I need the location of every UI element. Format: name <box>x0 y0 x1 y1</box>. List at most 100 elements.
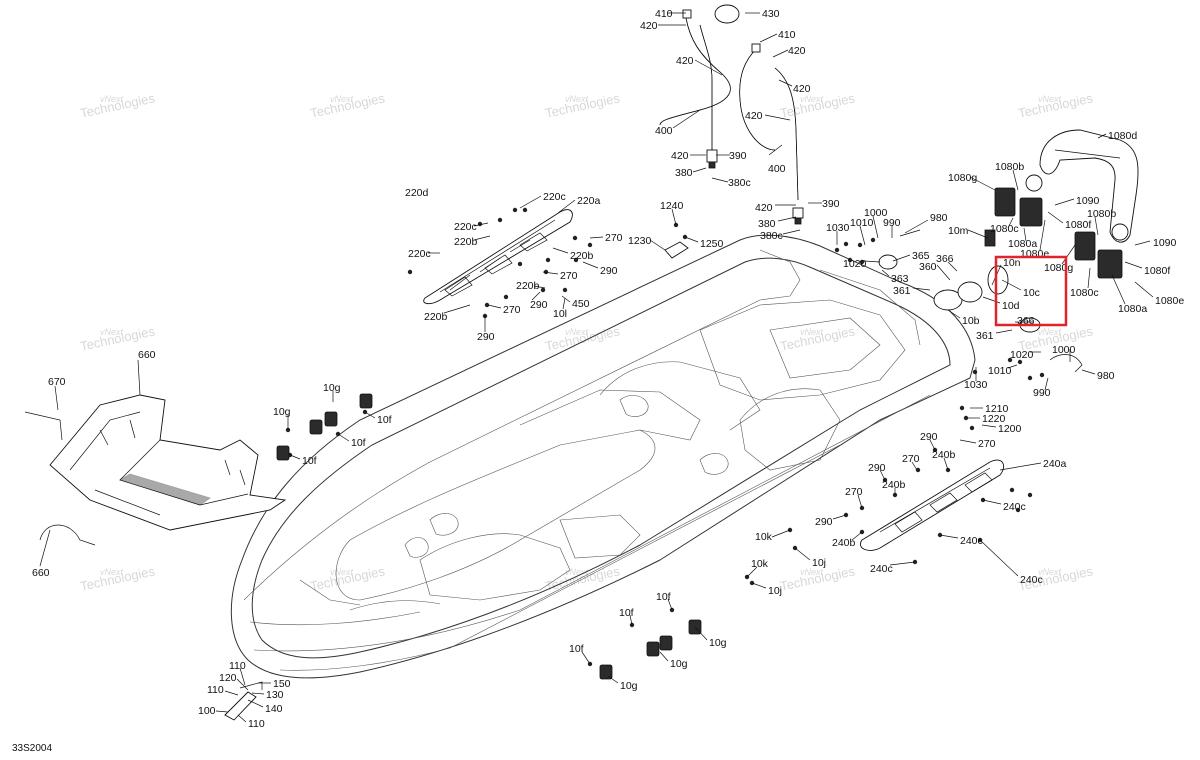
leader-line <box>684 236 699 243</box>
part-callout: 1080c <box>1070 287 1099 299</box>
leader-line <box>54 385 59 411</box>
leader-line <box>969 176 996 191</box>
watermark-line1: vNext <box>800 567 824 577</box>
part-callout: 240c <box>1003 501 1026 513</box>
handle-1080d <box>994 129 1139 279</box>
part-callout: 1200 <box>998 423 1022 435</box>
fastener <box>959 405 965 411</box>
leader-line <box>857 494 863 509</box>
part-callout: 100 <box>198 705 216 717</box>
fastener <box>572 235 578 241</box>
part-callout: 1080g <box>1044 262 1073 274</box>
part-callout: 420 <box>793 83 811 95</box>
part-callout: 1080e <box>1155 295 1184 307</box>
leader-line <box>629 614 633 626</box>
fastener <box>503 294 509 300</box>
bow-plate-660 <box>24 394 287 546</box>
leader-line <box>443 304 471 314</box>
part-callout: 420 <box>755 202 773 214</box>
leader-line <box>832 514 847 520</box>
thru-hull-assembly <box>664 229 1083 373</box>
part-callout: 10d <box>1002 300 1020 312</box>
fastener <box>587 242 593 248</box>
leader-line <box>711 177 729 183</box>
part-callout: 10k <box>755 531 773 543</box>
leader-line <box>694 59 723 76</box>
part-callout: 670 <box>48 376 66 388</box>
part-callout: 1080c <box>990 223 1019 235</box>
part-callout: 220b <box>424 311 448 323</box>
part-callout: 380c <box>760 230 783 242</box>
leader-line <box>939 534 959 539</box>
part-callout: 140 <box>265 703 283 715</box>
watermark-line1: vNext <box>330 567 354 577</box>
leader-line <box>1094 216 1099 236</box>
part-callout: 980 <box>1097 370 1115 382</box>
watermark-line1: vNext <box>1038 94 1062 104</box>
leader-line <box>751 582 767 589</box>
part-callout: 10l <box>553 308 567 320</box>
fastener <box>1039 372 1045 378</box>
part-callout: 390 <box>729 150 747 162</box>
part-callout: 10f <box>656 591 671 603</box>
leader-line <box>589 236 604 239</box>
leader-line <box>542 271 559 275</box>
leader-line <box>746 566 758 578</box>
part-callout: 363 <box>891 273 909 285</box>
leader-line <box>911 461 918 471</box>
part-callout: 400 <box>655 125 673 137</box>
part-callout: 240c <box>960 535 983 547</box>
leader-line <box>487 304 502 309</box>
watermark-line1: vNext <box>800 327 824 337</box>
part-callout: 270 <box>605 232 623 244</box>
part-callout: 240b <box>932 449 956 461</box>
part-callout: 990 <box>1033 387 1051 399</box>
leader-line <box>289 454 301 460</box>
fastener <box>1027 375 1033 381</box>
part-callout: 10f <box>569 643 584 655</box>
part-callout: 120 <box>219 672 237 684</box>
part-callout: 110 <box>229 660 246 672</box>
part-callout: 290 <box>920 431 938 443</box>
part-callout: 220b <box>570 250 594 262</box>
part-callout: 420 <box>788 45 806 57</box>
leader-line <box>251 692 265 695</box>
fastener <box>512 207 518 213</box>
part-callout: 10j <box>768 585 782 597</box>
part-callout: 220b <box>454 236 478 248</box>
part-callout: 240a <box>1043 458 1067 470</box>
fastener <box>517 261 523 267</box>
part-callout: 380 <box>758 218 776 230</box>
leader-line <box>1007 364 1018 369</box>
part-callout: 420 <box>676 55 694 67</box>
leader-line <box>947 309 961 319</box>
fastener <box>963 415 969 421</box>
part-callout: 10m <box>948 225 969 237</box>
leader-line <box>561 295 571 303</box>
leader-line <box>771 529 791 538</box>
fastener <box>484 302 490 308</box>
fastener <box>540 287 546 293</box>
part-callout: 10f <box>351 437 366 449</box>
leader-line <box>999 462 1042 471</box>
leader-line <box>777 216 797 222</box>
fastener <box>1027 492 1033 498</box>
leader-line <box>772 49 789 58</box>
leader-line <box>778 79 793 87</box>
part-callout: 1210 <box>985 403 1009 415</box>
part-callout: 290 <box>477 331 495 343</box>
leader-line <box>533 285 546 289</box>
leader-line <box>552 247 569 254</box>
part-callout: 290 <box>868 462 886 474</box>
leader-line <box>39 529 51 567</box>
watermark-line1: vNext <box>100 567 124 577</box>
part-callout: 1030 <box>964 379 988 391</box>
part-callout: 420 <box>640 20 658 32</box>
leader-line <box>659 651 669 662</box>
leader-line <box>981 424 997 428</box>
part-callout: 10f <box>302 455 317 467</box>
part-callout: 1000 <box>1052 344 1076 356</box>
